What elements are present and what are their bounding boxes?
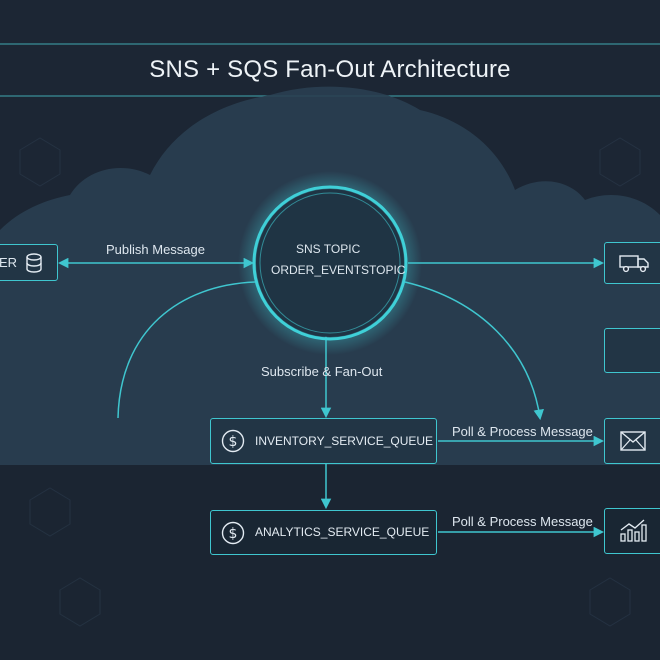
poll-process-analytics-label: Poll & Process Message bbox=[452, 514, 593, 529]
fan-out-arc-left bbox=[117, 281, 256, 419]
svg-text:$: $ bbox=[229, 434, 238, 450]
dollar-icon: $ bbox=[221, 429, 245, 453]
consumer-node-notification[interactable] bbox=[604, 418, 660, 464]
fan-out-arc-right bbox=[404, 281, 544, 421]
publish-message-label: Publish Message bbox=[106, 242, 205, 257]
inventory-service-queue[interactable]: $ INVENTORY_SERVICE_QUEUE bbox=[210, 418, 437, 464]
analytics-queue-label: ANALYTICS_SERVICE_QUEUE bbox=[255, 525, 430, 539]
subscribe-fan-out-label: Subscribe & Fan-Out bbox=[261, 364, 383, 379]
envelope-icon bbox=[620, 431, 646, 451]
consumer-node-analytics[interactable] bbox=[604, 508, 660, 554]
dollar-icon: $ bbox=[221, 521, 245, 545]
page-title: SNS + SQS Fan-Out Architecture bbox=[149, 56, 511, 83]
publisher-node[interactable]: ER bbox=[0, 244, 58, 281]
topic-circle-fill bbox=[256, 189, 404, 337]
lower-band bbox=[0, 465, 660, 660]
inventory-queue-label: INVENTORY_SERVICE_QUEUE bbox=[255, 434, 434, 448]
hex-grid bbox=[19, 137, 641, 627]
topic-circle-inner bbox=[259, 192, 401, 334]
analytics-service-queue[interactable]: $ ANALYTICS_SERVICE_QUEUE bbox=[210, 510, 437, 555]
database-icon bbox=[26, 253, 42, 273]
delivery-truck-icon bbox=[619, 255, 649, 273]
topic-label-name: ORDER_EVENTSTOPIC bbox=[271, 263, 406, 277]
topic-circle-outer bbox=[252, 185, 408, 341]
consumer-node-shipping[interactable] bbox=[604, 242, 660, 284]
title-band: SNS + SQS Fan-Out Architecture bbox=[0, 44, 660, 96]
svg-text:$: $ bbox=[229, 526, 238, 542]
topic-label-type: SNS TOPIC bbox=[296, 242, 361, 256]
publisher-label: ER bbox=[0, 255, 18, 270]
poll-process-inventory-label: Poll & Process Message bbox=[452, 424, 593, 439]
consumer-node-blank[interactable] bbox=[604, 328, 660, 373]
bar-chart-icon bbox=[620, 519, 647, 542]
